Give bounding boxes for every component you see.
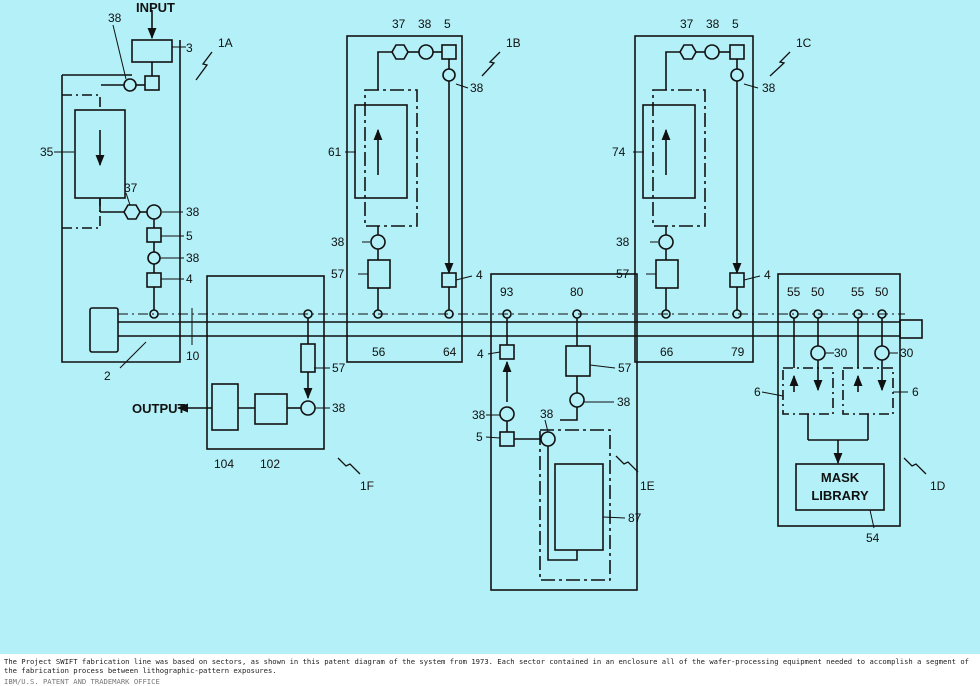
mask-library-line1: MASK	[821, 470, 860, 485]
sector-1b	[346, 35, 463, 363]
sector-1d	[777, 273, 901, 527]
label-rail-10: 10	[186, 349, 200, 363]
label-1e-57: 57	[618, 361, 632, 375]
leader-lines	[54, 24, 908, 529]
sector-1e	[490, 273, 638, 591]
label-1a-38a: 38	[108, 11, 122, 25]
patent-diagram: INPUT OUTPUT 1A 1B 1C 1D 1E 1F 10 2 3 38…	[0, 0, 980, 654]
label-1d-54: 54	[866, 531, 880, 545]
label-1e-87: 87	[628, 511, 642, 525]
label-1d-6b: 6	[912, 385, 919, 399]
label-1e-38c: 38	[540, 407, 554, 421]
label-1a-3: 3	[186, 41, 193, 55]
sector-label-1c: 1C	[796, 36, 812, 50]
label-1d-6a: 6	[754, 385, 761, 399]
caption-text: The Project SWIFT fabrication line was b…	[4, 657, 969, 675]
label-1b-38a: 38	[418, 17, 432, 31]
label-1a-5: 5	[186, 229, 193, 243]
sector-label-1b: 1B	[506, 36, 521, 50]
label-1e-38a: 38	[617, 395, 631, 409]
sector-label-1e: 1E	[640, 479, 655, 493]
label-1b-57: 57	[331, 267, 345, 281]
label-1a-38c: 38	[186, 251, 200, 265]
label-1b-38c: 38	[331, 235, 345, 249]
label-1d-50b: 50	[875, 285, 889, 299]
label-1e-80: 80	[570, 285, 584, 299]
label-1c-74: 74	[612, 145, 626, 159]
sector-label-1a: 1A	[218, 36, 233, 50]
label-1f-38: 38	[332, 401, 346, 415]
image-credit: IBM/U.S. PATENT AND TRADEMARK OFFICE	[4, 677, 160, 686]
label-1c-5: 5	[732, 17, 739, 31]
sector-label-1d: 1D	[930, 479, 946, 493]
label-1c-57: 57	[616, 267, 630, 281]
label-1c-37: 37	[680, 17, 694, 31]
input-label: INPUT	[136, 0, 175, 15]
label-1f-57: 57	[332, 361, 346, 375]
label-1b-38b: 38	[470, 81, 484, 95]
sector-pointers	[195, 51, 927, 475]
diagram-svg: INPUT OUTPUT 1A 1B 1C 1D 1E 1F 10 2 3 38…	[40, 0, 946, 591]
label-1c-79: 79	[731, 345, 745, 359]
sector-label-1f: 1F	[360, 479, 374, 493]
label-1f-102: 102	[260, 457, 280, 471]
mask-library-line2: LIBRARY	[811, 488, 869, 503]
label-1d-30a: 30	[834, 346, 848, 360]
label-1c-4: 4	[764, 268, 771, 282]
label-1d-55a: 55	[787, 285, 801, 299]
label-1a-35: 35	[40, 145, 54, 159]
label-1e-5: 5	[476, 430, 483, 444]
label-1b-64: 64	[443, 345, 457, 359]
label-1e-93: 93	[500, 285, 514, 299]
label-1c-66: 66	[660, 345, 674, 359]
label-1d-50a: 50	[811, 285, 825, 299]
label-1b-56: 56	[372, 345, 386, 359]
label-1c-38c: 38	[616, 235, 630, 249]
output-label: OUTPUT	[132, 401, 186, 416]
caption-area: The Project SWIFT fabrication line was b…	[0, 654, 980, 686]
sector-1c	[634, 35, 754, 363]
bus-rail	[89, 307, 923, 353]
label-1b-4: 4	[476, 268, 483, 282]
sector-1f	[176, 275, 325, 450]
label-1d-55b: 55	[851, 285, 865, 299]
label-1f-104: 104	[214, 457, 234, 471]
label-1a-38b: 38	[186, 205, 200, 219]
label-1b-37: 37	[392, 17, 406, 31]
sector-1a	[61, 10, 193, 363]
label-1a-37: 37	[124, 181, 138, 195]
label-loader-2: 2	[104, 369, 111, 383]
label-1c-38b: 38	[762, 81, 776, 95]
label-1b-61: 61	[328, 145, 342, 159]
label-1a-4: 4	[186, 272, 193, 286]
label-1e-38b: 38	[472, 408, 486, 422]
label-1d-30b: 30	[900, 346, 914, 360]
label-1c-38a: 38	[706, 17, 720, 31]
label-1b-5: 5	[444, 17, 451, 31]
label-1e-4: 4	[477, 347, 484, 361]
